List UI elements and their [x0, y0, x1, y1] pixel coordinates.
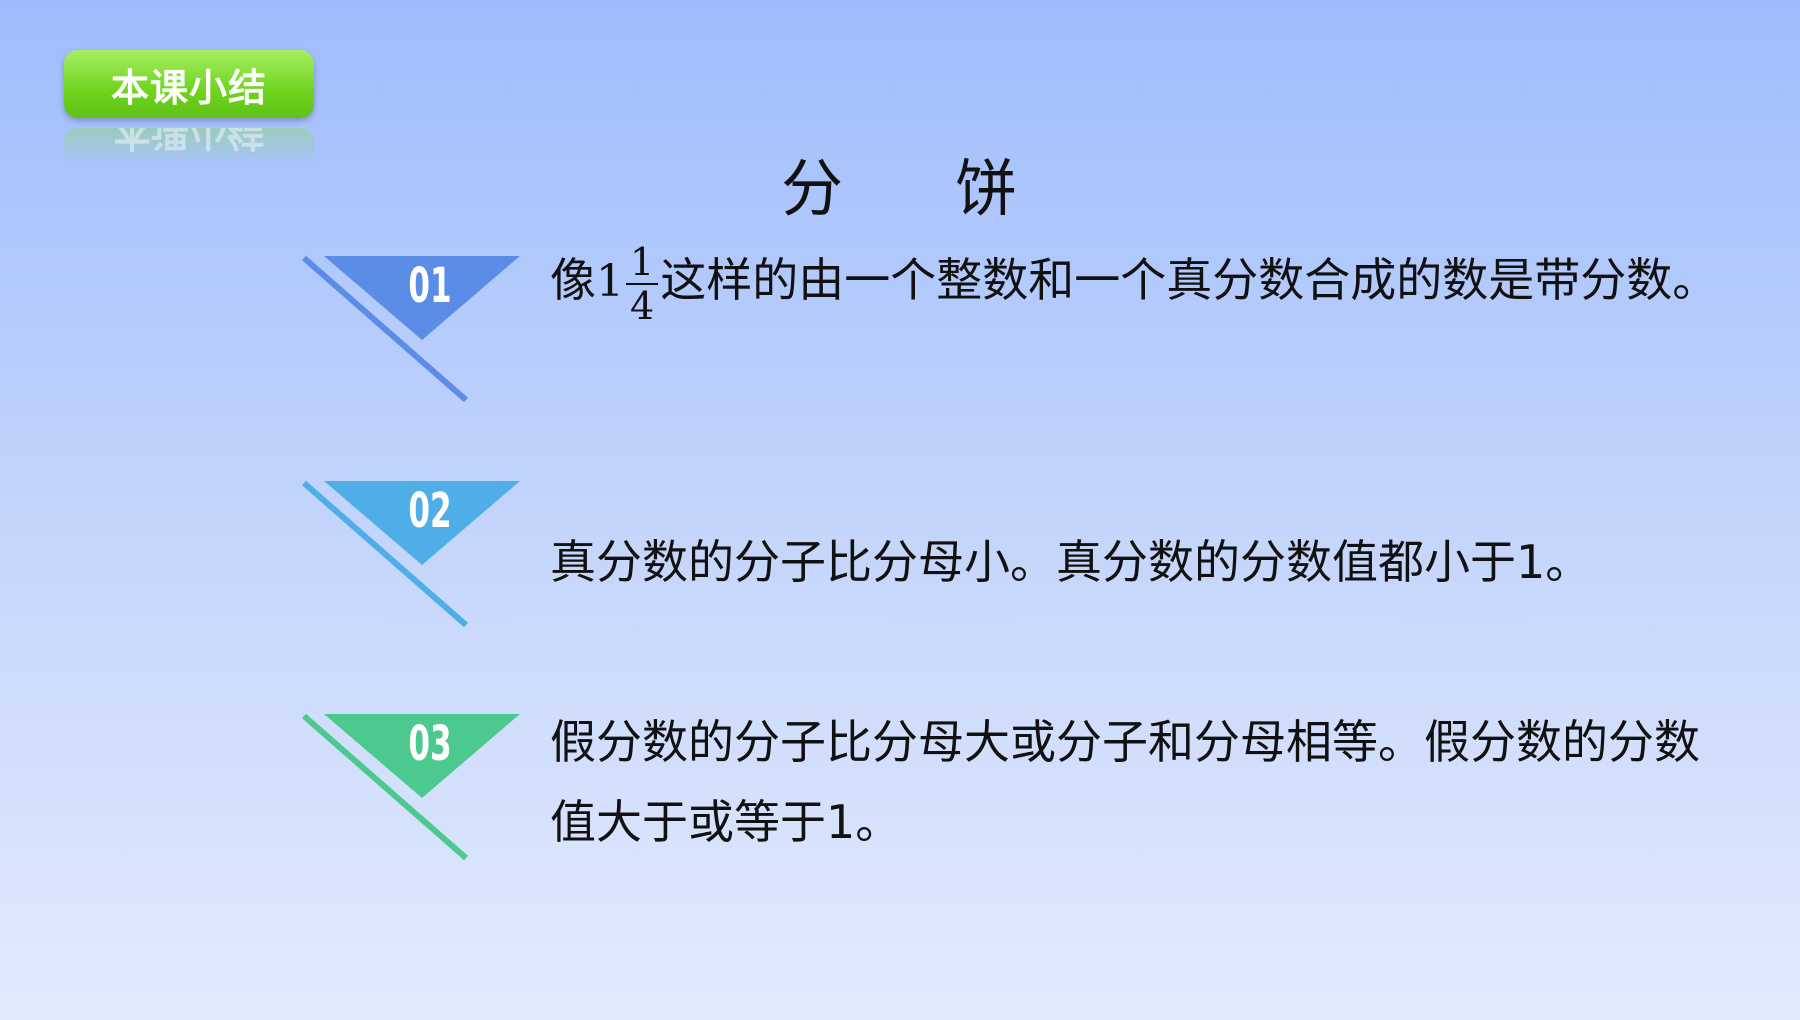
triangle-marker-icon: [302, 713, 520, 861]
item-text-03: 假分数的分子比分母大或分子和分母相等。假分数的分数 值大于或等于1。: [550, 702, 1700, 862]
mixed-number-whole: 1: [596, 256, 624, 307]
title-left-char: 分: [780, 152, 845, 225]
item-03-line1: 假分数的分子比分母大或分子和分母相等。假分数的分数: [550, 715, 1700, 769]
badge-label: 本课小结: [110, 65, 267, 110]
marker-number: 02: [408, 483, 452, 539]
marker-01: 01: [300, 252, 530, 412]
lesson-summary-badge: 本课小结: [64, 50, 314, 118]
fraction-numerator: 1: [626, 241, 659, 285]
badge-reflection: 本课小结: [64, 128, 314, 166]
marker-number: 03: [408, 716, 452, 772]
item-01-suffix: 这样的由一个整数和一个真分数合成的数是带分数。: [660, 253, 1719, 307]
fraction-denominator: 4: [630, 283, 655, 328]
item-03-line2: 值大于或等于1。: [550, 795, 902, 849]
marker-02: 02: [300, 477, 530, 637]
page-title: 分饼: [0, 138, 1800, 228]
triangle-marker-icon: [302, 255, 520, 403]
marker-number: 01: [408, 258, 452, 314]
marker-03: 03: [300, 710, 530, 870]
title-right-char: 饼: [955, 152, 1020, 225]
item-01-prefix: 像: [550, 253, 596, 307]
triangle-marker-icon: [302, 480, 520, 628]
item-text-02: 真分数的分子比分母小。真分数的分数值都小于1。: [550, 535, 1592, 589]
